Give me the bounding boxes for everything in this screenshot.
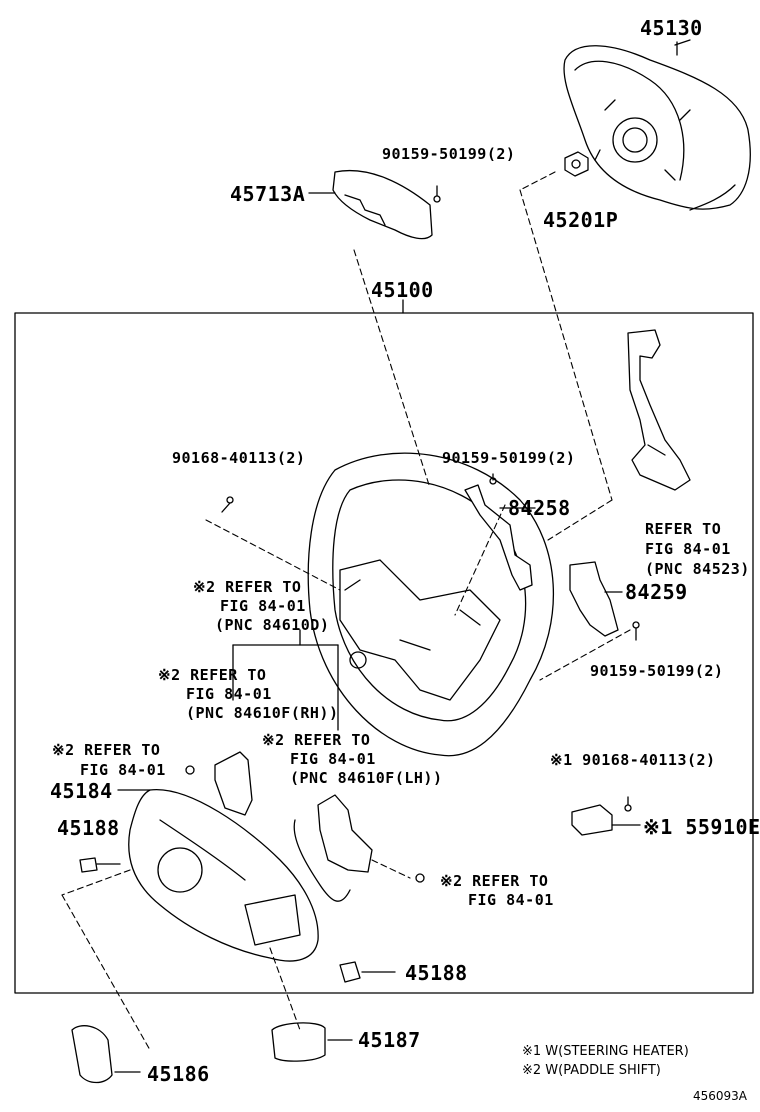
legend-note-2: ※2 W(PADDLE SHIFT)	[522, 1063, 661, 1078]
part-label-55910E: ※1 55910E	[643, 815, 760, 839]
refer-line: ※2 REFER TO	[440, 872, 549, 890]
part-label-84258: 84258	[508, 496, 571, 520]
cover-45713A	[308, 170, 441, 240]
part-label-45713A: 45713A	[230, 182, 306, 206]
part-label-84259: 84259	[625, 580, 688, 604]
part-label-45188-a: 45188	[57, 816, 120, 840]
bracket-84258	[464, 473, 536, 591]
bracket-84259	[569, 561, 640, 641]
refer-line: (PNC 84610D)	[215, 616, 330, 634]
part-label-45100: 45100	[371, 278, 434, 302]
refer-line: ※2 REFER TO	[262, 731, 371, 749]
figure-id: 456093A	[693, 1089, 748, 1103]
refer-line: (PNC 84523)	[645, 560, 750, 578]
cap-45187	[271, 1022, 353, 1062]
refer-line: FIG 84-01	[290, 750, 376, 768]
paddle-84523	[627, 329, 691, 491]
refer-line: (PNC 84610F(RH))	[186, 704, 339, 722]
part-label-45184: 45184	[50, 779, 113, 803]
refer-line: FIG 84-01	[645, 540, 731, 558]
part-label-90168-a: 90168-40113(2)	[172, 449, 306, 467]
refer-line: ※2 REFER TO	[52, 741, 161, 759]
paddle-switch-rh	[185, 751, 253, 816]
screw-90168-left	[221, 496, 234, 513]
part-label-45186: 45186	[147, 1062, 210, 1086]
refer-line: (PNC 84610F(LH))	[290, 769, 443, 787]
part-label-45187: 45187	[358, 1028, 421, 1052]
part-label-90159-c: 90159-50199(2)	[590, 662, 724, 680]
screw-45188-lower	[339, 961, 396, 983]
part-label-90168-b: ※1 90168-40113(2)	[550, 751, 716, 769]
lower-cover-45184	[117, 789, 319, 962]
refer-line: FIG 84-01	[186, 685, 272, 703]
assembly-frame	[14, 312, 754, 994]
nut-45201P	[564, 151, 589, 177]
refer-line: ※2 REFER TO	[158, 666, 267, 684]
connector-55910E	[571, 796, 641, 836]
paddle-switch-lh	[293, 794, 425, 902]
part-label-45188-b: 45188	[405, 961, 468, 985]
legend-note-1: ※1 W(STEERING HEATER)	[522, 1044, 689, 1059]
part-label-90159-a: 90159-50199(2)	[382, 145, 516, 163]
refer-line: FIG 84-01	[80, 761, 166, 779]
part-label-90159-b: 90159-50199(2)	[442, 449, 576, 467]
part-label-45201P: 45201P	[543, 208, 619, 232]
refer-line: FIG 84-01	[468, 891, 554, 909]
refer-line: FIG 84-01	[220, 597, 306, 615]
refer-line: REFER TO	[645, 520, 722, 538]
screw-45188-upper	[79, 857, 121, 873]
horn-pad-45130	[563, 39, 751, 211]
cap-45186	[71, 1025, 141, 1084]
part-label-45130: 45130	[640, 16, 703, 40]
refer-line: ※2 REFER TO	[193, 578, 302, 596]
